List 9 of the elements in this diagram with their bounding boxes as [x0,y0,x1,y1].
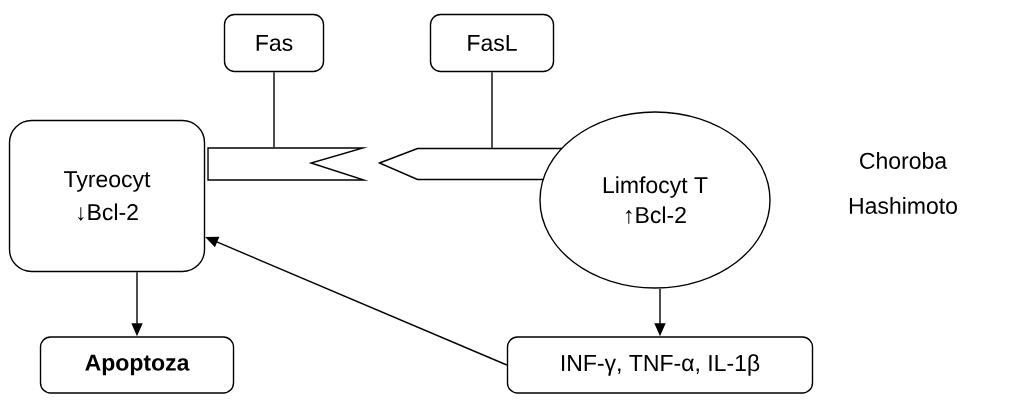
cell-box: Tyreocyt ↓Bcl-2 [8,119,206,273]
label-box: INF-γ, TNF-α, IL-1β [506,336,814,394]
disease-label: Choroba Hashimoto [849,152,957,214]
connector-line [273,71,275,148]
label-box: Fas [223,13,325,73]
label-box: FasL [429,13,555,73]
receptor-shape [207,147,369,181]
label-box: Apoptoza [39,336,235,394]
connector-line [491,71,493,149]
